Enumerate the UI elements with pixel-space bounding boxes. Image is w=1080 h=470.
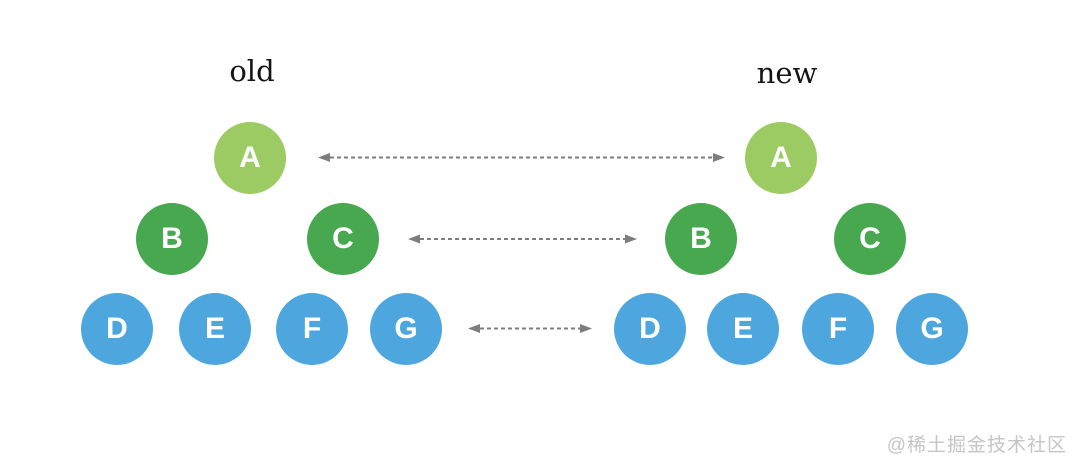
old-tree-node-e: E: [179, 293, 251, 365]
old-tree-node-b: B: [136, 203, 208, 275]
new-tree-node-c: C: [834, 203, 906, 275]
old-tree-node-g: G: [370, 293, 442, 365]
root-compare-arrow: [318, 153, 725, 162]
old-tree-label: old: [229, 54, 275, 88]
new-tree-node-g: G: [896, 293, 968, 365]
new-tree-label: new: [756, 56, 818, 90]
old-tree-node-f: F: [276, 293, 348, 365]
old-tree-node-c: C: [307, 203, 379, 275]
watermark-text: @稀土掘金技术社区: [886, 435, 1067, 456]
new-tree-node-f: F: [802, 293, 874, 365]
old-tree-node-d: D: [81, 293, 153, 365]
new-tree-node-b: B: [665, 203, 737, 275]
leaf-compare-arrow: [468, 324, 592, 333]
new-tree-node-a: A: [745, 122, 817, 194]
old-tree-node-a: A: [214, 122, 286, 194]
branch-compare-arrow: [408, 234, 637, 244]
new-tree-node-d: D: [614, 293, 686, 365]
new-tree-node-e: E: [707, 293, 779, 365]
